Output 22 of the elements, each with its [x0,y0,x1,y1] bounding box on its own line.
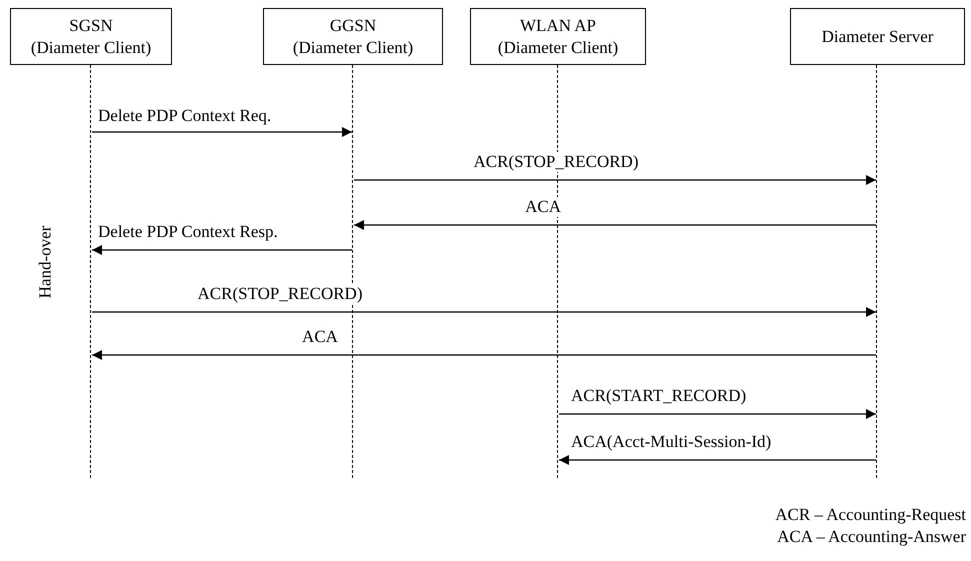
participant-box: Diameter Server [790,8,965,65]
message-arrow [354,175,876,185]
participant-box: WLAN AP (Diameter Client) [470,8,646,65]
message-arrow [92,350,876,360]
message-label: ACR(STOP_RECORD) [472,152,640,172]
lifeline [90,65,92,478]
message-label: ACA(Acct-Multi-Session-Id) [570,432,772,452]
message-label: ACA [524,197,562,217]
message-arrow [92,307,876,317]
message-label: ACR(START_RECORD) [570,386,748,406]
lifeline [876,65,878,478]
message-arrow [92,127,352,137]
message-label: Delete PDP Context Req. [97,106,272,126]
message-arrow [92,245,352,255]
message-label: ACR(STOP_RECORD) [196,284,364,304]
message-label: Delete PDP Context Resp. [97,222,279,242]
message-arrow [559,409,876,419]
message-arrow [354,220,876,230]
side-label: Hand-over [35,224,56,300]
participant-box: SGSN (Diameter Client) [10,8,172,65]
message-arrow [559,455,876,465]
participant-box: GGSN (Diameter Client) [263,8,443,65]
